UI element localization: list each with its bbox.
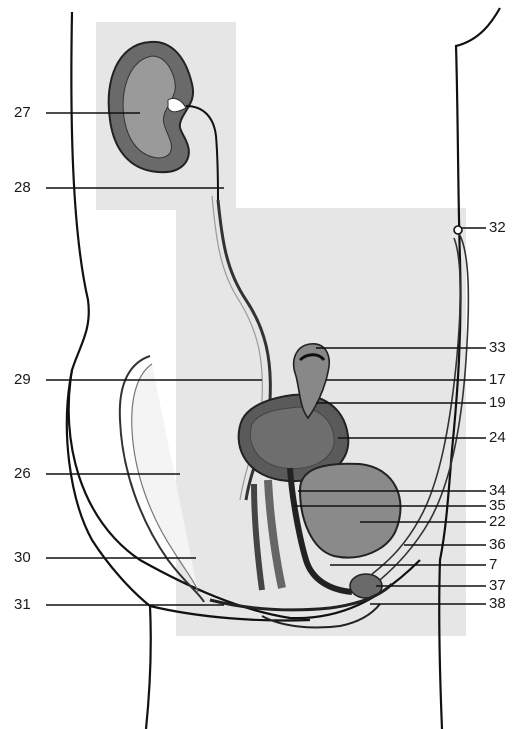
label-26: 26 [14,465,31,483]
label-33: 33 [489,339,506,357]
label-30: 30 [14,549,31,567]
label-28: 28 [14,179,31,197]
label-37: 37 [489,577,506,595]
label-7: 7 [489,556,497,574]
inguinal-ring [454,226,462,234]
label-38: 38 [489,595,506,613]
label-22: 22 [489,513,506,531]
label-24: 24 [489,429,506,447]
label-17: 17 [489,371,506,389]
label-19: 19 [489,394,506,412]
pubic-region [300,464,401,558]
label-31: 31 [14,596,31,614]
label-29: 29 [14,371,31,389]
label-36: 36 [489,536,506,554]
label-32: 32 [489,219,506,237]
label-27: 27 [14,104,31,122]
